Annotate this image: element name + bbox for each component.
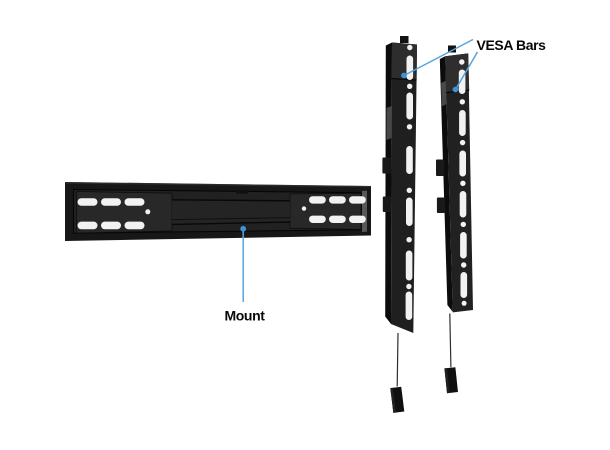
pin-hole — [406, 124, 413, 130]
slot-hole — [124, 221, 145, 230]
slot-hole — [406, 92, 413, 120]
pin-hole — [459, 59, 465, 65]
bar-body — [391, 42, 417, 333]
vesa-bar-left-illustration — [382, 36, 417, 413]
mount-band-bottom-edge — [171, 221, 291, 226]
pin-hole — [406, 237, 412, 243]
pin-hole — [406, 187, 412, 193]
slot-hole — [349, 196, 366, 204]
pull-string — [396, 332, 399, 387]
mount-label: Mount — [225, 307, 266, 323]
vesa-bars-leader-dot-1 — [401, 72, 407, 79]
slot-hole — [460, 272, 468, 298]
pin-hole — [459, 139, 466, 146]
slot-hole — [124, 198, 145, 206]
bar-side-flange — [385, 42, 392, 324]
slot-hole — [329, 196, 346, 204]
bar-flange-highlight — [386, 106, 392, 140]
slot-hole — [459, 191, 467, 218]
slot-hole — [405, 291, 413, 320]
pin-hole — [459, 99, 465, 105]
slot-hole — [77, 198, 98, 206]
slot-hole — [459, 110, 466, 136]
pin-hole — [407, 44, 413, 51]
slot-hole — [459, 150, 466, 177]
slot-hole — [349, 215, 366, 223]
slot-hole — [101, 198, 121, 206]
bar-head-seam — [391, 77, 417, 81]
mounting-clip — [436, 159, 445, 176]
mount-band-top-edge — [171, 199, 291, 202]
slot-hole — [406, 197, 413, 226]
mounting-clip — [382, 196, 391, 212]
slot-hole — [329, 215, 346, 223]
vesa-bars-leader-dot-2 — [452, 86, 459, 93]
bar-side-flange — [439, 56, 453, 313]
pin-hole — [460, 180, 466, 186]
pin-hole — [461, 262, 467, 268]
mount-leader-dot — [240, 225, 247, 232]
mounting-clip — [436, 197, 446, 213]
mount-center-band — [172, 199, 290, 225]
pin-hole — [407, 83, 413, 90]
bar-top-nub — [400, 36, 409, 43]
bar-top-nub — [448, 45, 456, 53]
pull-string — [449, 313, 452, 368]
pin-hole — [460, 221, 466, 228]
vesa-bar-right-illustration — [436, 45, 473, 394]
vesa-bars-leader-line-2 — [454, 51, 479, 90]
slot-hole — [405, 250, 413, 281]
slot-hole — [406, 146, 413, 174]
pull-tab-highlight — [444, 368, 450, 394]
mounting-clip — [382, 157, 391, 174]
slot-hole — [77, 221, 98, 230]
mount-band-mid-seam — [171, 217, 291, 221]
vesa-bars-label: VESA Bars — [477, 37, 547, 53]
slot-hole — [460, 232, 467, 259]
annotations: Mount VESA Bars — [225, 37, 547, 323]
mount-plate-left — [76, 191, 173, 234]
pin-hole — [301, 206, 307, 211]
pin-hole — [406, 283, 412, 290]
mount-illustration — [65, 182, 371, 241]
bar-flange-highlight — [441, 80, 447, 107]
pin-hole — [461, 300, 467, 306]
slot-hole — [309, 196, 326, 204]
slot-hole — [101, 221, 121, 230]
slot-hole — [406, 55, 414, 80]
mount-top-notch — [236, 189, 248, 194]
pull-tab-highlight — [390, 387, 396, 413]
mount-top-bevel — [65, 182, 371, 188]
slot-hole — [309, 215, 326, 223]
pin-hole — [145, 209, 151, 215]
vesa-bars-leader-line-1 — [403, 38, 474, 77]
